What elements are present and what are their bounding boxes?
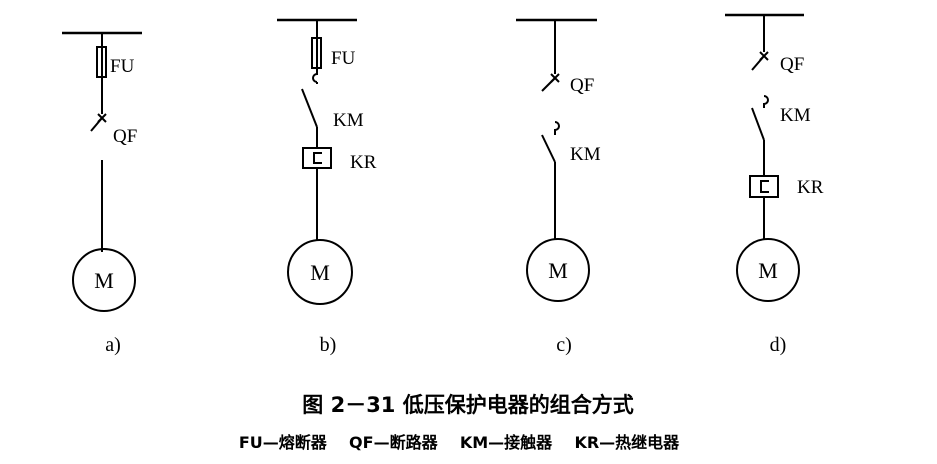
qf-label: QF (113, 126, 137, 147)
breaker-hook (763, 95, 769, 108)
breaker-blade (90, 117, 103, 132)
diagram-d: QF KM KR M d) (725, 13, 824, 356)
contactor-blade (541, 134, 556, 163)
motor-label: M (758, 258, 778, 283)
figure-title: 图 2－31 低压保护电器的组合方式 (302, 393, 633, 417)
caption-d: d) (770, 334, 787, 356)
motor-symbol (72, 248, 136, 312)
thermal-element (760, 180, 769, 193)
motor-symbol (287, 239, 353, 305)
caption-b: b) (320, 334, 337, 356)
thermal-relay-symbol (749, 175, 779, 198)
diagram-c: QF KM M c) (516, 18, 601, 356)
caption-c: c) (556, 334, 572, 356)
motor-label: M (310, 260, 330, 285)
figure-legend: FU—熔断器 QF—断路器 KM—接触器 KR—热继电器 (239, 433, 680, 452)
fuse-hook (312, 68, 318, 83)
motor-symbol (526, 238, 590, 302)
km-label: KM (570, 144, 601, 165)
diagram-b: FU KM KR M b) (277, 18, 377, 356)
breaker-blade (541, 77, 556, 92)
contactor-blade (301, 88, 318, 128)
qf-label: QF (780, 54, 804, 75)
fu-label: FU (331, 48, 356, 69)
thermal-element (313, 152, 322, 164)
breaker-hook (554, 121, 560, 135)
thermal-relay-symbol (302, 147, 332, 169)
kr-label: KR (350, 152, 377, 173)
fu-label: FU (110, 56, 135, 77)
contactor-blade (751, 107, 765, 141)
motor-symbol (736, 238, 800, 302)
motor-label: M (548, 258, 568, 283)
km-label: KM (780, 105, 811, 126)
qf-label: QF (570, 75, 594, 96)
km-label: KM (333, 110, 364, 131)
caption-a: a) (105, 334, 121, 356)
diagram-a: FU QF M a) (62, 31, 142, 356)
breaker-blade (751, 55, 765, 71)
motor-label: M (94, 268, 114, 293)
kr-label: KR (797, 177, 824, 198)
